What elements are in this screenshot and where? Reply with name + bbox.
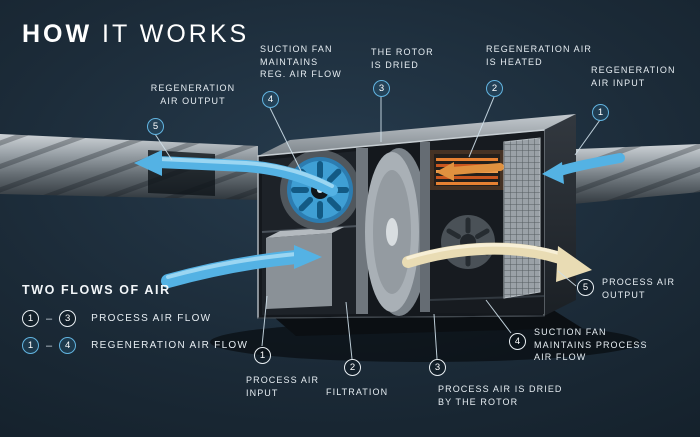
legend-circle-from: 1 [22,310,39,327]
callout-number-process-air-input: 1 [254,347,271,364]
callout-line: INPUT [246,387,279,398]
callout-text-rotor-is-dried: THE ROTOR IS DRIED [371,46,434,71]
cabinet-edges [257,129,545,319]
legend-title: TWO FLOWS OF AIR [22,283,171,297]
callout-line: REGENERATION AIR [486,44,592,54]
callout-number-regeneration-air-heated: 2 [486,80,503,97]
callout-line: REGENERATION [591,65,676,75]
callout-line: REGENERATION [150,83,236,93]
callout-line: BY THE ROTOR [438,396,519,407]
leader-lines [154,96,601,360]
page-title: HOW IT WORKS [22,20,249,49]
callout-line: PROCESS AIR IS DRIED [438,384,563,394]
legend-label-regeneration: REGENERATION AIR FLOW [91,340,249,351]
legend-label-process: PROCESS AIR FLOW [91,313,212,324]
process-output-arrow [402,242,592,282]
callout-line: MAINTAINS [260,56,319,67]
callout-number-filtration: 2 [344,359,361,376]
callout-text-regeneration-air-heated: REGENERATION AIR IS HEATED [486,43,592,68]
callout-line: IS HEATED [486,56,543,67]
callout-line: REG. AIR FLOW [260,69,342,79]
callout-line: THE ROTOR [371,47,434,57]
callout-text-filtration: FILTRATION [326,386,388,399]
callout-number-suction-fan-process: 4 [509,333,526,350]
callout-number-process-air-output: 5 [577,279,594,296]
process-fan [441,215,495,269]
legend-row-regeneration: 1 – 4 REGENERATION AIR FLOW [22,337,248,354]
callout-number-suction-fan-reg: 4 [262,91,279,108]
callout-number-regeneration-air-output: 5 [147,118,164,135]
filter-mesh [503,137,541,299]
callout-number-process-air-dried: 3 [429,359,446,376]
callout-line: OUTPUT [602,289,646,300]
callout-number-rotor-is-dried: 3 [373,80,390,97]
callout-line: AIR INPUT [591,77,646,88]
callout-line: SUCTION FAN [534,327,607,337]
callout-text-process-air-output: PROCESS AIR OUTPUT [602,276,675,301]
callout-line: PROCESS AIR [246,375,320,385]
title-bold: HOW [22,20,93,48]
callout-text-suction-fan-process: SUCTION FAN MAINTAINS PROCESS AIR FLOW [534,326,648,364]
callout-line: PROCESS AIR [602,277,676,287]
legend-dash: – [46,312,53,325]
rotor-disc [356,142,430,316]
callout-text-process-air-dried: PROCESS AIR IS DRIED BY THE ROTOR [438,383,563,408]
regeneration-output-arrow [134,150,338,196]
legend-dash: – [46,339,53,352]
legend-circle-to: 4 [59,337,77,354]
process-input-arrow [161,245,322,288]
callout-line: AIR FLOW [534,352,587,362]
legend-circle-from: 1 [22,337,39,354]
callout-text-process-air-input: PROCESS AIR INPUT [246,374,319,399]
callout-text-regeneration-air-input: REGENERATION AIR INPUT [591,64,676,89]
heated-air-arrow [436,162,504,181]
legend-circle-to: 3 [59,310,77,327]
callout-number-regeneration-air-input: 1 [592,104,609,121]
callout-line: SUCTION FAN [260,44,333,54]
regeneration-input-arrow [542,153,625,184]
callout-line: FILTRATION [326,387,389,397]
legend: TWO FLOWS OF AIR 1 – 3 PROCESS AIR FLOW … [22,283,248,364]
callout-line: AIR OUTPUT [160,95,226,106]
callout-text-regeneration-air-output: REGENERATION AIR OUTPUT [140,82,246,107]
left-duct [0,134,258,200]
callout-text-suction-fan-reg: SUCTION FAN MAINTAINS REG. AIR FLOW [260,43,342,81]
callout-line: IS DRIED [371,59,419,70]
title-light: IT WORKS [92,20,250,48]
legend-row-process: 1 – 3 PROCESS AIR FLOW [22,310,248,327]
callout-line: MAINTAINS PROCESS [534,339,648,350]
